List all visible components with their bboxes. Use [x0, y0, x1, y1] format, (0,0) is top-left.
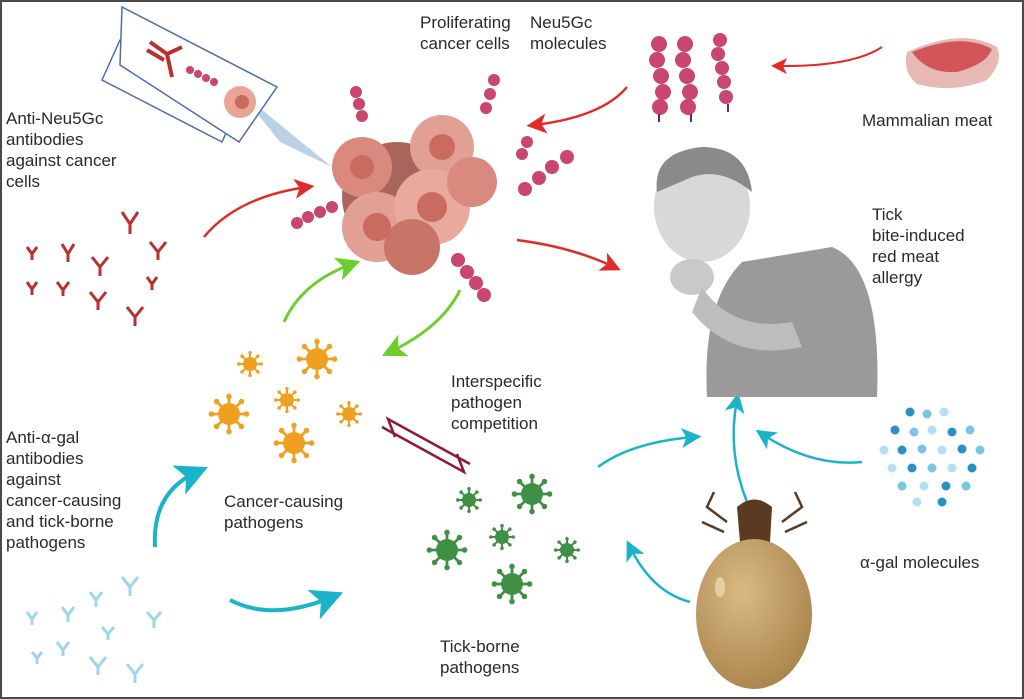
agal-dot: [917, 444, 927, 454]
zoom-inset: [101, 5, 332, 167]
agal-dot: [907, 463, 917, 473]
orange-pathogen-icon: [274, 387, 300, 413]
green-pathogen-icon: [426, 529, 468, 571]
arrow-cells-to-allergy: [516, 238, 621, 271]
agal-dot: [912, 497, 922, 507]
agal-dot: [890, 425, 900, 435]
label-anti-agal-antibodies: Anti-α-gal antibodies against cancer-cau…: [6, 428, 122, 552]
orange-pathogen-icon: [208, 393, 250, 435]
label-tick-bite-allergy: Tick bite-induced red meat allergy: [872, 205, 965, 287]
agal-dot: [919, 481, 929, 491]
green-pathogen-icon: [491, 563, 533, 605]
orange-pathogen-icon: [296, 338, 338, 380]
label-agal-molecules: α-gal molecules: [860, 553, 980, 572]
agal-dot: [927, 425, 937, 435]
agal-dot: [965, 425, 975, 435]
arrow-tick-to-pathogens: [626, 540, 691, 604]
arrow-meat-to-neu5gc: [771, 46, 883, 75]
agal-dot: [922, 409, 932, 419]
label-mammalian-meat: Mammalian meat: [862, 111, 993, 130]
arrow-antibodies-to-cells: [203, 178, 315, 238]
green-pathogen-icon: [511, 473, 553, 515]
label-proliferating-cancer-cells: Proliferating cancer cells: [420, 13, 511, 53]
agal-dot: [905, 407, 915, 417]
neu5gc-chain-icon: [186, 66, 218, 86]
green-pathogen-icon: [489, 524, 515, 550]
meat-icon: [905, 38, 1000, 89]
agal-dot: [947, 463, 957, 473]
orange-pathogen-icon: [336, 401, 362, 427]
arrow-tick-pathogens-to-allergy: [597, 428, 702, 469]
agal-dot: [897, 445, 907, 455]
green-pathogen-icon: [554, 537, 580, 563]
arrow-tick-to-allergy: [724, 392, 749, 503]
anti-agal-antibodies-icon: [25, 576, 163, 683]
antibody-icon: [145, 40, 183, 78]
label-cancer-causing-pathogens: Cancer-causing pathogens: [224, 492, 344, 532]
neu5gc-on-cells: [291, 74, 574, 302]
green-pathogen-icon: [456, 487, 482, 513]
person-coughing-icon: [654, 147, 878, 397]
arrow-agal-to-allergy: [755, 429, 863, 464]
anti-neu5gc-antibodies-icon: [25, 211, 168, 326]
arrow-cells-to-pathogens: [381, 289, 462, 357]
agal-dot: [909, 427, 919, 437]
agal-dot: [975, 445, 985, 455]
orange-pathogen-icon: [273, 422, 315, 464]
orange-pathogen-icon: [237, 351, 263, 377]
agal-dot: [879, 445, 889, 455]
label-neu5gc-molecules: Neu5Gc molecules: [530, 13, 607, 53]
neu5gc-molecules-icon: [649, 33, 733, 122]
agal-dot: [961, 481, 971, 491]
agal-dot: [957, 444, 967, 454]
agal-dot: [967, 463, 977, 473]
agal-dot: [939, 407, 949, 417]
agal-dot: [937, 497, 947, 507]
cancer-cell-cluster: [332, 115, 497, 275]
label-tick-borne-pathogens: Tick-borne pathogens: [440, 637, 520, 677]
agal-dot: [897, 481, 907, 491]
competition-arrows: [381, 416, 471, 475]
agal-dot: [937, 445, 947, 455]
arrow-pathogens-to-cells: [282, 257, 361, 323]
arrow-antibodies-to-cancer-pathogens: [152, 465, 208, 548]
agal-dot: [947, 427, 957, 437]
agal-dot: [941, 481, 951, 491]
label-interspecific-competition: Interspecific pathogen competition: [451, 372, 542, 433]
agal-molecules-icon: [879, 407, 985, 507]
agal-dot: [887, 463, 897, 473]
tick-icon: [696, 491, 812, 689]
tick-borne-pathogens-group: [426, 473, 580, 605]
arrow-antibodies-to-tick-pathogens: [229, 589, 344, 620]
cancer-causing-pathogens-group: [208, 338, 362, 464]
label-anti-neu5gc-antibodies: Anti-Neu5Gc antibodies against cancer ce…: [6, 109, 117, 191]
agal-dot: [927, 463, 937, 473]
arrow-neu5gc-to-cells: [526, 86, 628, 134]
